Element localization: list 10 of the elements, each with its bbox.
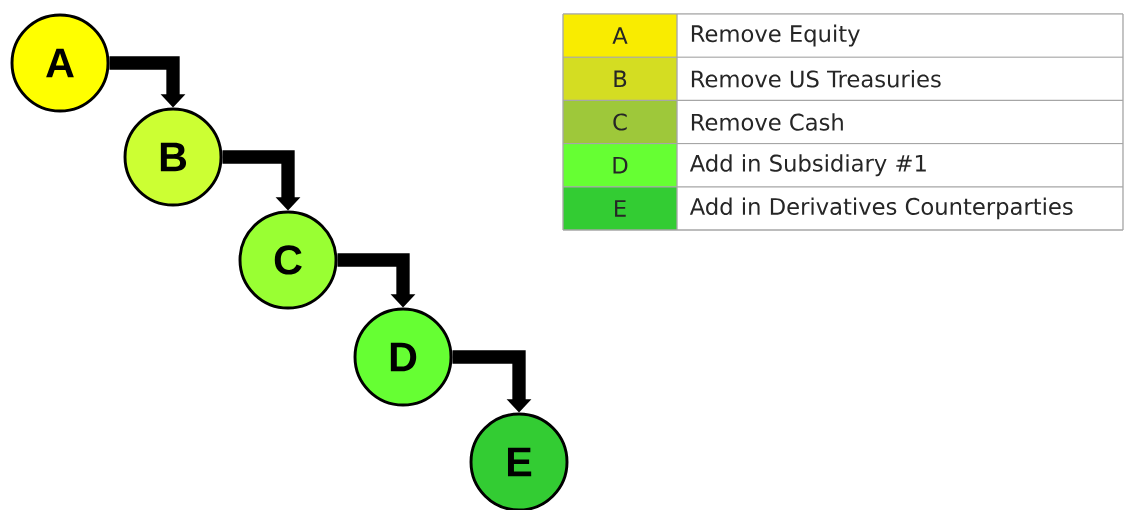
legend-key: E bbox=[615, 200, 626, 217]
legend-text: Add in Subsidiary #1 bbox=[689, 154, 926, 177]
legend-text: Remove US Treasuries bbox=[691, 70, 941, 88]
legend-key: C bbox=[613, 113, 627, 131]
legend-key: A bbox=[612, 27, 628, 44]
legend-text: Remove Cash bbox=[691, 113, 843, 131]
legend-text: Add in Derivatives Counterparties bbox=[689, 197, 1073, 220]
legend-key: B bbox=[614, 70, 627, 88]
legend-key: D bbox=[613, 156, 628, 174]
legend-text: Remove Equity bbox=[691, 24, 860, 47]
